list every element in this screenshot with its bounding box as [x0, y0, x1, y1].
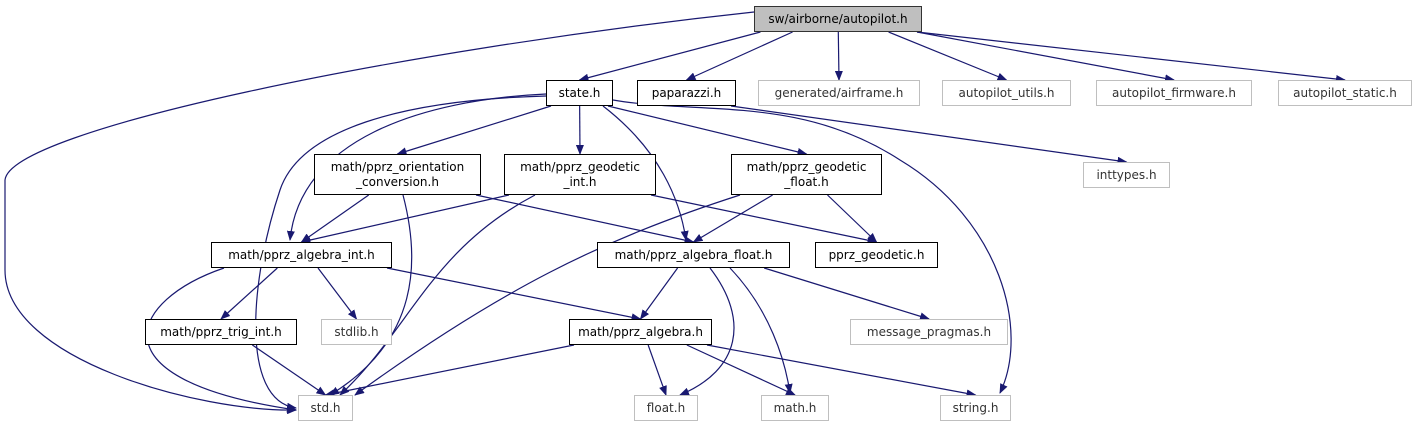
- edge-paparazzi-to-inttypes: [730, 105, 1128, 165]
- edge-autopilot-to-firmware: [916, 31, 1175, 83]
- node-pragmas: message_pragmas.h: [850, 319, 1008, 345]
- node-paparazzi[interactable]: paparazzi.h: [637, 80, 736, 106]
- edge-state-to-orient: [396, 105, 552, 156]
- edge-autopilot-to-std: [4, 11, 755, 415]
- edge-geofloat-to-algfloat: [692, 194, 773, 243]
- node-geodetic[interactable]: pprz_geodetic.h: [815, 242, 938, 268]
- edge-alg-to-math: [686, 344, 796, 396]
- node-math: math.h: [761, 395, 829, 421]
- node-std: std.h: [298, 395, 353, 421]
- edge-geofloat-to-geodetic: [827, 194, 878, 243]
- node-state[interactable]: state.h: [546, 80, 613, 106]
- edge-algfloat-to-pragmas: [763, 267, 930, 321]
- node-stdlib: stdlib.h: [321, 319, 392, 345]
- node-alg[interactable]: math/pprz_algebra.h: [569, 319, 712, 345]
- edge-algfloat-to-math: [729, 267, 793, 394]
- edge-autopilot-to-paparazzi: [685, 31, 793, 81]
- edge-algfloat-to-float: [679, 267, 735, 396]
- edge-state-to-string: [612, 99, 1012, 394]
- node-orient[interactable]: math/pprz_orientation _conversion.h: [314, 154, 481, 195]
- node-static: autopilot_static.h: [1278, 80, 1412, 106]
- node-geofloat[interactable]: math/pprz_geodetic _float.h: [731, 154, 882, 195]
- edge-geoint-to-geodetic: [650, 194, 878, 245]
- node-algint[interactable]: math/pprz_algebra_int.h: [211, 242, 392, 268]
- node-inttypes: inttypes.h: [1083, 162, 1170, 188]
- node-float: float.h: [634, 395, 698, 421]
- edge-geofloat-to-std: [354, 194, 741, 396]
- node-algfloat[interactable]: math/pprz_algebra_float.h: [597, 242, 790, 268]
- node-airframe: generated/airframe.h: [758, 80, 920, 106]
- node-autopilot: sw/airborne/autopilot.h: [754, 6, 922, 32]
- edge-geoint-to-std: [339, 194, 536, 396]
- edge-state-to-std: [255, 95, 547, 411]
- edge-state-to-algint: [286, 93, 547, 241]
- edge-orient-to-std: [329, 194, 413, 396]
- edge-autopilot-to-static: [916, 31, 1346, 83]
- node-geoint[interactable]: math/pprz_geodetic _int.h: [504, 154, 656, 195]
- node-string: string.h: [940, 395, 1011, 421]
- edge-autopilot-to-utils: [888, 31, 1008, 81]
- edge-algint-to-stdlib: [317, 267, 358, 320]
- edge-alg-to-std: [324, 344, 575, 398]
- edge-trig-to-std: [252, 344, 327, 396]
- edge-algfloat-to-alg: [639, 267, 679, 320]
- edge-geoint-to-algint: [300, 194, 510, 244]
- edge-alg-to-float: [647, 344, 667, 396]
- edge-algint-to-trig: [220, 267, 278, 320]
- node-trig[interactable]: math/pprz_trig_int.h: [145, 319, 297, 345]
- node-firmware: autopilot_firmware.h: [1096, 80, 1252, 106]
- edge-orient-to-algint: [300, 194, 370, 243]
- node-utils: autopilot_utils.h: [942, 80, 1071, 106]
- edge-state-to-geofloat: [607, 105, 808, 156]
- edge-alg-to-string: [706, 344, 977, 398]
- edge-algint-to-alg: [386, 267, 642, 322]
- edge-autopilot-to-airframe: [834, 31, 843, 81]
- edge-autopilot-to-state: [578, 31, 761, 82]
- edge-state-to-algfloat: [602, 105, 689, 241]
- edge-orient-to-algfloat: [475, 194, 695, 245]
